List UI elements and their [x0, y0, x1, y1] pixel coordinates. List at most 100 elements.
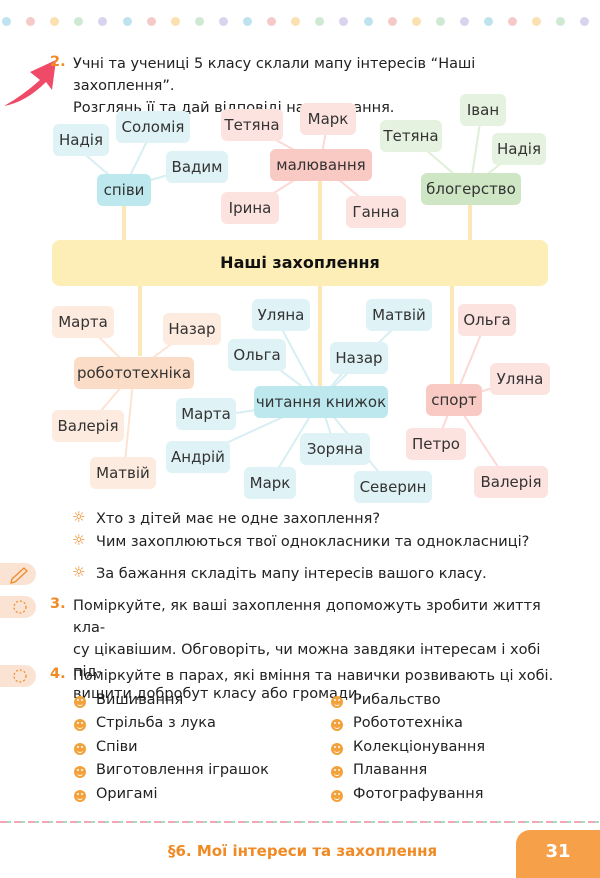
name-chip: Тетяна — [221, 109, 283, 141]
decorative-dot — [387, 17, 397, 26]
decorative-dot — [194, 17, 204, 26]
decorative-dot — [315, 17, 325, 26]
name-chip: Северин — [354, 471, 432, 503]
question-2: Чим захоплюються твої однокласники та од… — [96, 534, 530, 550]
decorative-dot — [243, 17, 252, 26]
hub-reading: читання книжок — [254, 386, 388, 418]
list-item: Рибальство — [353, 692, 441, 708]
hub-sport: спорт — [426, 384, 482, 416]
smiley-bullet-icon — [74, 696, 86, 708]
decorative-dot — [170, 17, 180, 26]
name-chip: Марк — [244, 467, 296, 499]
task2-number: 2. — [50, 54, 66, 70]
smiley-bullet-icon — [331, 766, 343, 778]
decorative-dot — [556, 17, 566, 26]
mindmap-center: Наші захоплення — [52, 240, 548, 286]
group-tab — [0, 596, 36, 618]
name-chip: Марк — [300, 103, 356, 135]
name-chip: Матвій — [366, 299, 432, 331]
name-chip: Валерія — [474, 466, 548, 498]
list-item: Оригамі — [96, 786, 158, 802]
group-icon — [13, 669, 27, 683]
task3-text: Поміркуйте, як ваші захоплення допоможут… — [73, 595, 573, 705]
name-chip: Петро — [406, 428, 466, 460]
task3-line3: вищити добробут класу або громади. — [73, 686, 362, 702]
decorative-dot — [532, 17, 542, 26]
decorative-dot — [339, 17, 349, 26]
smiley-bullet-icon — [331, 790, 343, 802]
decorative-dot — [484, 17, 493, 26]
decorative-dot — [363, 17, 373, 26]
name-chip: Марта — [176, 398, 236, 430]
name-chip: Надія — [492, 133, 546, 165]
smiley-bullet-icon — [74, 743, 86, 755]
footer-title: §6. Мої інтереси та захоплення — [168, 842, 438, 860]
smiley-bullet-icon — [331, 743, 343, 755]
list-item: Фотографування — [353, 786, 484, 802]
question-3: За бажання складіть мапу інтересів вашог… — [96, 566, 487, 582]
name-chip: Назар — [163, 313, 221, 345]
name-chip: Надія — [53, 124, 109, 156]
name-chip: Зоряна — [300, 433, 370, 465]
smiley-bullet-icon — [331, 719, 343, 731]
group-tab — [0, 665, 36, 687]
decorative-dot — [218, 17, 228, 26]
group-icon — [13, 600, 27, 614]
smiley-bullet-icon — [74, 766, 86, 778]
name-chip: Матвій — [90, 457, 156, 489]
page-number: 31 — [516, 830, 600, 878]
decorative-dot — [2, 17, 11, 26]
list-item: Стрільба з лука — [96, 715, 216, 731]
name-chip: Уляна — [252, 299, 310, 331]
task4-text: Поміркуйте в парах, які вміння та навичк… — [73, 668, 554, 684]
name-chip: Тетяна — [380, 120, 442, 152]
name-chip: Соломія — [116, 111, 190, 143]
list-item: Колекціонування — [353, 739, 486, 755]
name-chip: Андрій — [166, 441, 230, 473]
task3-number: 3. — [50, 596, 66, 612]
decorative-dot — [411, 17, 421, 26]
name-chip: Уляна — [490, 363, 550, 395]
smiley-bullet-icon — [331, 696, 343, 708]
decorative-dot — [50, 17, 60, 26]
task2-line1: Учні та учениці 5 класу склали мапу інте… — [73, 56, 476, 94]
task4-number: 4. — [50, 666, 66, 682]
hub-drawing: малювання — [270, 149, 372, 181]
hub-blogging: блогерство — [421, 173, 521, 205]
list-item: Плавання — [353, 762, 428, 778]
smiley-bullet-icon — [74, 790, 86, 802]
decorative-dot — [122, 17, 132, 26]
name-chip: Іван — [460, 94, 506, 126]
decorative-dot — [580, 17, 590, 26]
list-item: Робототехніка — [353, 715, 463, 731]
decorative-dot — [74, 17, 84, 26]
name-chip: Ольга — [228, 339, 286, 371]
list-item: Вишивання — [96, 692, 184, 708]
footer-divider — [0, 821, 600, 823]
name-chip: Вадим — [166, 151, 228, 183]
hub-robotics: робототехніка — [74, 357, 194, 389]
name-chip: Назар — [330, 342, 388, 374]
name-chip: Ганна — [346, 196, 406, 228]
list-item: Виготовлення іграшок — [96, 762, 269, 778]
smiley-bullet-icon — [74, 719, 86, 731]
pencil-tab — [0, 563, 36, 585]
question-1: Хто з дітей має не одне захоплення? — [96, 511, 381, 527]
decorative-dot — [267, 17, 277, 26]
name-chip: Ольга — [458, 304, 516, 336]
hub-singing: співи — [97, 174, 151, 206]
decorative-dot — [98, 17, 108, 26]
task3-line1: Поміркуйте, як ваші захоплення допоможут… — [73, 598, 541, 636]
sun-bullet-icon: ☼ — [72, 531, 86, 549]
red-arrow-icon — [4, 60, 56, 106]
list-item: Співи — [96, 739, 138, 755]
task3-line2: су цікавішим. Обговоріть, чи можна завдя… — [73, 642, 541, 680]
name-chip: Ірина — [221, 192, 279, 224]
name-chip: Валерія — [52, 410, 124, 442]
decorative-dot — [26, 17, 36, 26]
decorative-dot — [508, 17, 518, 26]
sun-bullet-icon: ☼ — [72, 563, 86, 581]
decorative-dot — [459, 17, 469, 26]
page-number-label: 31 — [545, 841, 571, 862]
mindmap-center-label: Наші захоплення — [220, 253, 380, 272]
